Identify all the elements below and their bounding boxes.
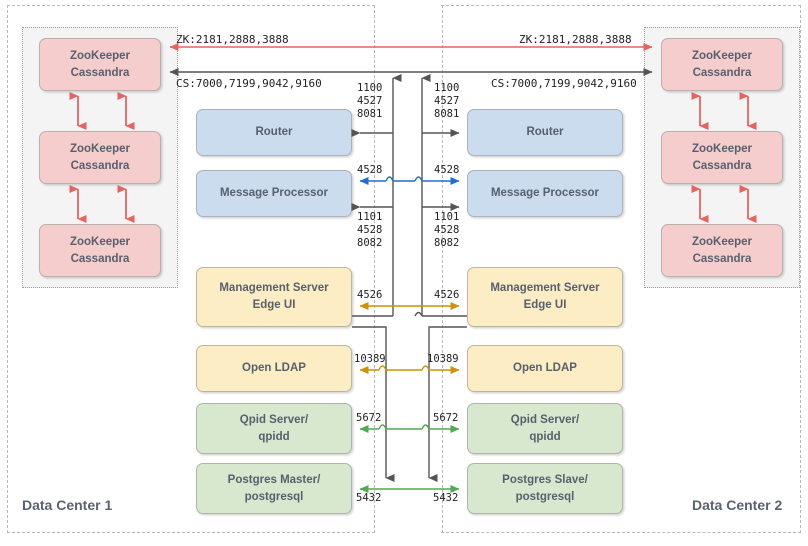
node-label-line1: Router (255, 126, 293, 139)
management-server-port-label-right: 4526 (434, 289, 460, 301)
router-port-label-left: 1100 4527 8081 (357, 82, 383, 120)
open-ldap-port-label-right: 10389 (427, 353, 459, 365)
dc1-postgres-master[interactable]: Postgres Master/ postgresql (196, 463, 352, 514)
dc1-qpid-server[interactable]: Qpid Server/ qpidd (196, 403, 352, 454)
node-label-line1: Router (526, 126, 564, 139)
dc2-open-ldap[interactable]: Open LDAP (467, 345, 623, 392)
dc2-qpid-server[interactable]: Qpid Server/ qpidd (467, 403, 623, 454)
cassandra-port-label-left: CS:7000,7199,9042,9160 (176, 77, 322, 90)
node-label-line1: Open LDAP (242, 362, 306, 375)
node-label-line1: ZooKeeper (691, 142, 753, 155)
qpid-port-label-right: 5672 (433, 412, 459, 424)
node-label-line1: ZooKeeper (69, 235, 131, 248)
node-label-line1: Message Processor (490, 187, 600, 200)
data-center-2-label: Data Center 2 (692, 497, 783, 513)
node-label-line1: ZooKeeper (69, 142, 131, 155)
node-label-line2: Cassandra (692, 66, 752, 79)
dc1-zookeeper-cassandra-2[interactable]: ZooKeeper Cassandra (39, 131, 161, 184)
dc2-zookeeper-cassandra-1[interactable]: ZooKeeper Cassandra (661, 38, 783, 91)
node-label-line2: Cassandra (70, 159, 130, 172)
node-label-line2: Cassandra (692, 252, 752, 265)
node-label-line1: ZooKeeper (691, 235, 753, 248)
zk-port-label-left: ZK:2181,2888,3888 (176, 33, 289, 46)
node-label-line1: Qpid Server/ (510, 413, 580, 426)
dc1-router[interactable]: Router (196, 109, 352, 156)
router-port-label-right: 1100 4527 8081 (434, 82, 460, 120)
qpid-port-label-left: 5672 (356, 412, 382, 424)
node-label-line2: qpidd (529, 430, 561, 443)
dc1-management-server[interactable]: Management Server Edge UI (196, 267, 352, 327)
data-center-1-frame (7, 5, 375, 533)
node-label-line1: Qpid Server/ (239, 413, 309, 426)
node-label-line2: Edge UI (252, 299, 296, 311)
open-ldap-port-label-left: 10389 (354, 353, 386, 365)
postgres-port-label-left: 5432 (356, 492, 382, 504)
message-processor-port-label-left: 1101 4528 8082 (357, 211, 383, 249)
node-label-line2: Cassandra (70, 252, 130, 265)
message-processor-4528-label-right: 4528 (434, 164, 460, 176)
dc2-inner-divider (442, 5, 443, 533)
node-label-line2: Edge UI (523, 299, 567, 311)
dc1-open-ldap[interactable]: Open LDAP (196, 345, 352, 392)
node-label-line1: Postgres Master/ (227, 473, 321, 486)
node-label-line2: qpidd (258, 430, 290, 443)
dc1-zookeeper-cassandra-1[interactable]: ZooKeeper Cassandra (39, 38, 161, 91)
dc2-message-processor[interactable]: Message Processor (467, 170, 623, 217)
data-center-2-frame (441, 5, 801, 533)
node-label-line2: postgresql (244, 490, 304, 503)
postgres-port-label-right: 5432 (433, 492, 459, 504)
zk-port-label-right: ZK:2181,2888,3888 (519, 33, 632, 46)
node-label-line1: Message Processor (219, 187, 329, 200)
node-label-line1: Management Server (490, 282, 600, 295)
data-center-1-label: Data Center 1 (22, 497, 113, 513)
node-label-line1: ZooKeeper (69, 49, 131, 62)
node-label-line1: Open LDAP (513, 362, 577, 375)
dc1-message-processor[interactable]: Message Processor (196, 170, 352, 217)
message-processor-port-label-right: 1101 4528 8082 (434, 211, 460, 249)
node-label-line2: postgresql (515, 490, 575, 503)
cassandra-port-label-right: CS:7000,7199,9042,9160 (491, 77, 637, 90)
dc1-inner-divider (374, 5, 375, 533)
dc2-management-server[interactable]: Management Server Edge UI (467, 267, 623, 327)
node-label-line1: ZooKeeper (691, 49, 753, 62)
management-server-port-label-left: 4526 (357, 289, 383, 301)
node-label-line1: Management Server (219, 282, 329, 295)
dc2-router[interactable]: Router (467, 109, 623, 156)
node-label-line2: Cassandra (70, 66, 130, 79)
message-processor-4528-label-left: 4528 (357, 164, 383, 176)
node-label-line1: Postgres Slave/ (502, 473, 588, 486)
dc2-zookeeper-cassandra-3[interactable]: ZooKeeper Cassandra (661, 224, 783, 277)
dc1-zookeeper-cassandra-3[interactable]: ZooKeeper Cassandra (39, 224, 161, 277)
dc2-zookeeper-cassandra-2[interactable]: ZooKeeper Cassandra (661, 131, 783, 184)
dc2-postgres-slave[interactable]: Postgres Slave/ postgresql (467, 463, 623, 514)
node-label-line2: Cassandra (692, 159, 752, 172)
